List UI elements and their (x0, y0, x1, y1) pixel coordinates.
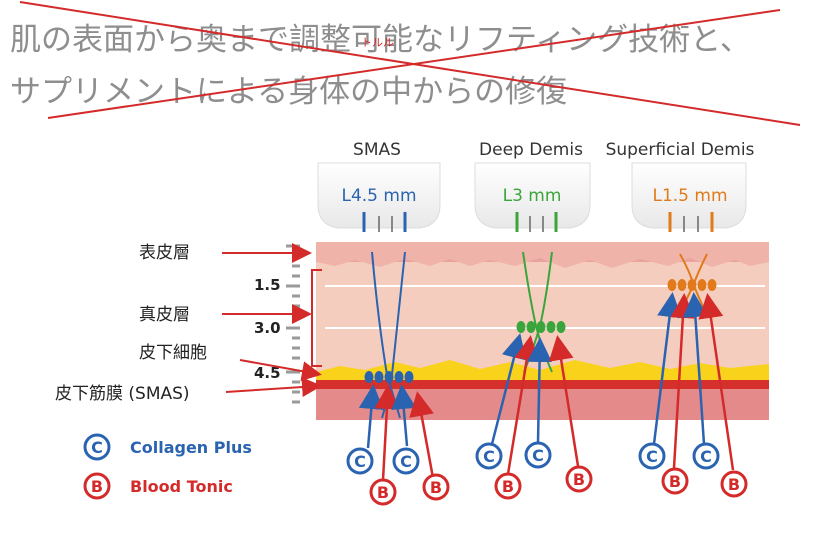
svg-text:C: C (483, 447, 495, 466)
collagen-badge (392, 447, 420, 475)
cross-line-1 (19, 1, 801, 126)
svg-text:C: C (700, 447, 712, 466)
head-depth-deep: L3 mm (503, 186, 562, 206)
legend-blood-label: Blood Tonic (130, 477, 233, 496)
label-smas: 皮下筋膜 (SMAS) (55, 384, 190, 404)
head-name-deep: Deep Demis (479, 140, 583, 160)
label-epidermis: 表皮層 (139, 243, 190, 263)
scale-1-5: 1.5 (254, 276, 281, 294)
superficial-supplement-arrows (652, 292, 735, 471)
collagen-badge (692, 442, 720, 470)
smas-band (316, 380, 769, 389)
svg-text:C: C (354, 452, 366, 471)
svg-text:B: B (728, 475, 740, 494)
cross-line-2 (47, 9, 781, 119)
legend-collagen-symbol: C (91, 438, 103, 457)
scale-3-0: 3.0 (254, 319, 281, 337)
svg-text:B: B (377, 483, 389, 502)
title-overlay-mark: トルル (361, 36, 394, 49)
scale-4-5: 4.5 (254, 364, 281, 382)
collagen-badge (475, 442, 503, 470)
transducer-head-superficial: Superficial Demis L1.5 mm (606, 140, 755, 232)
svg-text:C: C (646, 447, 658, 466)
deep-supplement-badges: C B C B (475, 441, 593, 500)
depth-ruler (286, 244, 300, 404)
svg-text:C: C (400, 452, 412, 471)
svg-text:B: B (430, 478, 442, 497)
collagen-badge (346, 447, 374, 475)
blood-badge (494, 472, 522, 500)
deep-focal-points (516, 321, 566, 333)
fat-band (316, 360, 769, 382)
collagen-badge (638, 442, 666, 470)
smas-focal-points (364, 371, 414, 383)
blood-badge (565, 465, 593, 493)
legend-blood-symbol: B (91, 477, 103, 496)
blood-badge (720, 470, 748, 498)
transducer-head-smas: SMAS L4.5 mm (317, 140, 441, 232)
head-name-smas: SMAS (353, 140, 401, 160)
deep-supplement-arrows (490, 333, 580, 475)
epidermis-band (316, 242, 769, 268)
title-line-2: サプリメントによる身体の中からの修復 (10, 74, 568, 110)
svg-text:C: C (532, 446, 544, 465)
superficial-focal-points (667, 279, 717, 291)
collagen-badge (524, 441, 552, 469)
legend-collagen-label: Collagen Plus (130, 438, 252, 457)
legend-collagen: C Collagen Plus (83, 433, 252, 461)
head-depth-smas: L4.5 mm (341, 186, 416, 206)
label-subcutaneous: 皮下細胞 (139, 343, 207, 363)
svg-text:B: B (669, 472, 681, 491)
transducer-head-deep: Deep Demis L3 mm (474, 140, 591, 232)
title-line-1: 肌の表面から奥まで調整可能なリフティング技術と、 (10, 22, 751, 58)
smas-supplement-badges: C B C B (346, 447, 450, 506)
svg-text:B: B (573, 470, 585, 489)
label-dermis: 真皮層 (139, 305, 190, 325)
blood-badge (661, 467, 689, 495)
head-name-superficial: Superficial Demis (606, 140, 755, 160)
head-depth-superficial: L1.5 mm (652, 186, 727, 206)
svg-text:B: B (502, 477, 514, 496)
smas-supplement-arrows (358, 384, 435, 481)
blood-badge (422, 473, 450, 501)
blood-badge (369, 478, 397, 506)
legend-blood: B Blood Tonic (83, 472, 233, 500)
superficial-supplement-badges: C B C B (638, 442, 748, 498)
